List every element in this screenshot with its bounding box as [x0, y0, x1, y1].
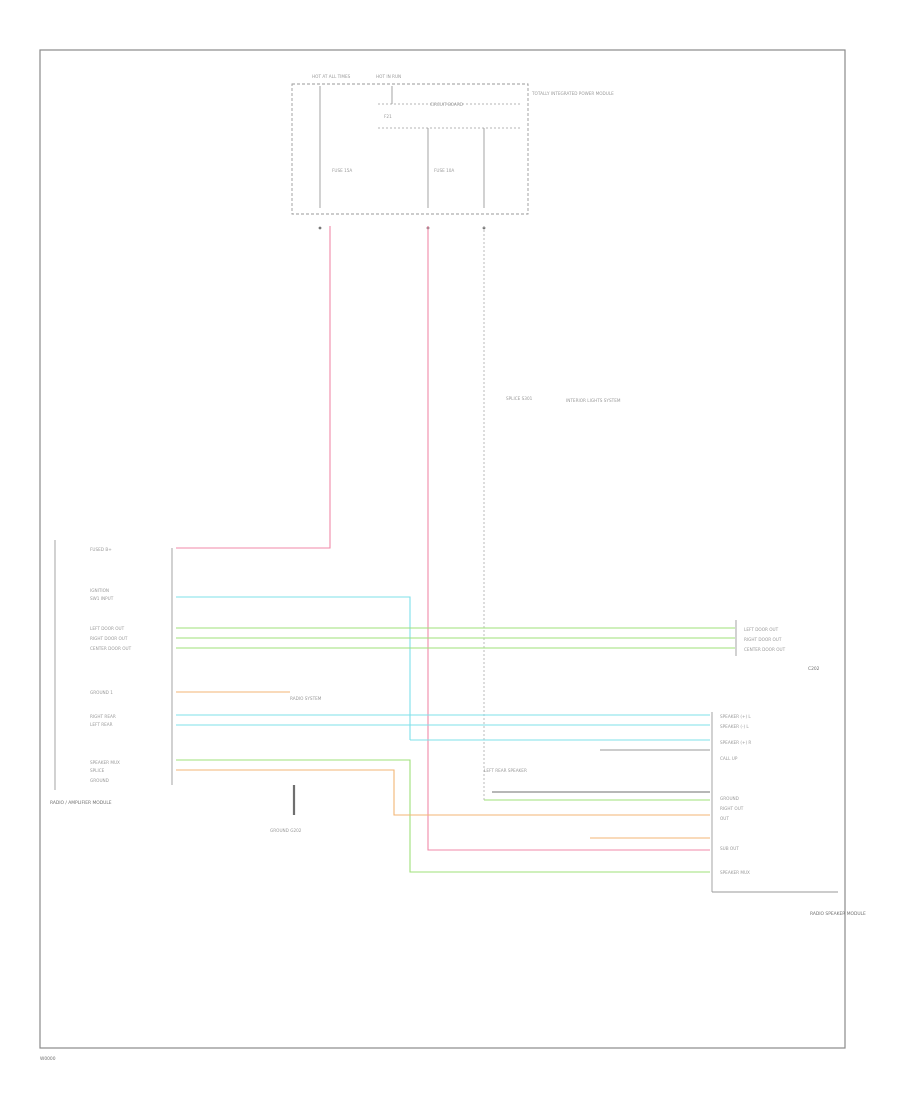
radio-pin-speaker-mux: SPEAKER MUX [90, 760, 120, 765]
radio-pin-right-rear: RIGHT REAR [90, 714, 116, 719]
speaker-pin-3: SPEAKER (+) R [720, 740, 751, 745]
fuse-hot-all-times-label: HOT AT ALL TIMES [312, 74, 351, 79]
fuse-connector-dot-1 [318, 226, 322, 230]
diagram-code: W0000 [40, 1056, 56, 1062]
ground-label: GROUND G202 [270, 828, 302, 833]
fuse-hot-in-run-label: HOT IN RUN [376, 74, 401, 79]
fuse-15a-label: FUSE 15A [332, 168, 352, 173]
wire-pink-fused-b [176, 226, 331, 549]
right-pin-right-door: RIGHT DOOR OUT [744, 637, 782, 642]
right-connector-title: C202 [808, 666, 820, 672]
fuse-f21-label: F21 [384, 114, 392, 119]
radio-pin-ignition: IGNITION [90, 588, 109, 593]
tipm-label: TOTALLY INTEGRATED POWER MODULE [531, 91, 614, 96]
fuse-box: HOT AT ALL TIMES HOT IN RUN CIRCUIT BOAR… [291, 74, 614, 230]
speaker-pin-6: RIGHT OUT [720, 806, 744, 811]
speaker-pin-4: CALL UP [720, 756, 738, 761]
diagram-frame [39, 49, 846, 1049]
wire-orange-left-rear [176, 769, 590, 816]
radio-pin-left-door: LEFT DOOR OUT [90, 626, 125, 631]
left-rear-speaker-label: LEFT REAR SPEAKER [484, 768, 527, 773]
right-pin-center-door: CENTER DOOR OUT [744, 647, 786, 652]
wire-green-speaker-mux [176, 759, 590, 873]
interior-lights-label: INTERIOR LIGHTS SYSTEM [566, 398, 621, 403]
radio-pin-splice: SPLICE [90, 768, 105, 773]
speaker-pin-7: OUT [720, 816, 729, 821]
right-connector: LEFT DOOR OUT RIGHT DOOR OUT CENTER DOOR… [735, 620, 820, 672]
radio-pin-fused-b: FUSED B+ [90, 547, 112, 552]
wire-cyan-upper [176, 596, 411, 740]
splice-label: SPLICE S301 [506, 396, 533, 401]
speaker-pin-1: SPEAKER (+) L [720, 714, 751, 719]
speaker-pin-8: SUB OUT [720, 846, 739, 851]
radio-pin-center-door: CENTER DOOR OUT [90, 646, 132, 651]
radio-pin-left-rear: LEFT REAR [90, 722, 113, 727]
fuse-box-outline [291, 83, 529, 215]
right-pin-left-door: LEFT DOOR OUT [744, 627, 779, 632]
circuit-board-label: CIRCUIT BOARD [430, 102, 463, 107]
wire-pink-ignition [427, 226, 590, 851]
speaker-pin-2: SPEAKER (-) L [720, 724, 749, 729]
speaker-module: RADIO SPEAKER MODULE SPEAKER (+) L SPEAK… [492, 712, 866, 917]
radio-pin-ground: GROUND [90, 778, 109, 783]
speaker-pin-9: SPEAKER MUX [720, 870, 750, 875]
radio-pin-ground1: GROUND 1 [90, 690, 113, 695]
speaker-module-title: RADIO SPEAKER MODULE [810, 911, 866, 917]
speaker-pin-5: GROUND [720, 796, 739, 801]
radio-pin-right-door: RIGHT DOOR OUT [90, 636, 128, 641]
radio-module-title: RADIO / AMPLIFIER MODULE [50, 800, 112, 806]
fuse-10a-label: FUSE 10A [434, 168, 454, 173]
radio-system-label: RADIO SYSTEM [290, 696, 322, 701]
radio-module: RADIO / AMPLIFIER MODULE FUSED B+ IGNITI… [50, 540, 173, 806]
radio-pin-sw1: SW1 INPUT [90, 596, 114, 601]
